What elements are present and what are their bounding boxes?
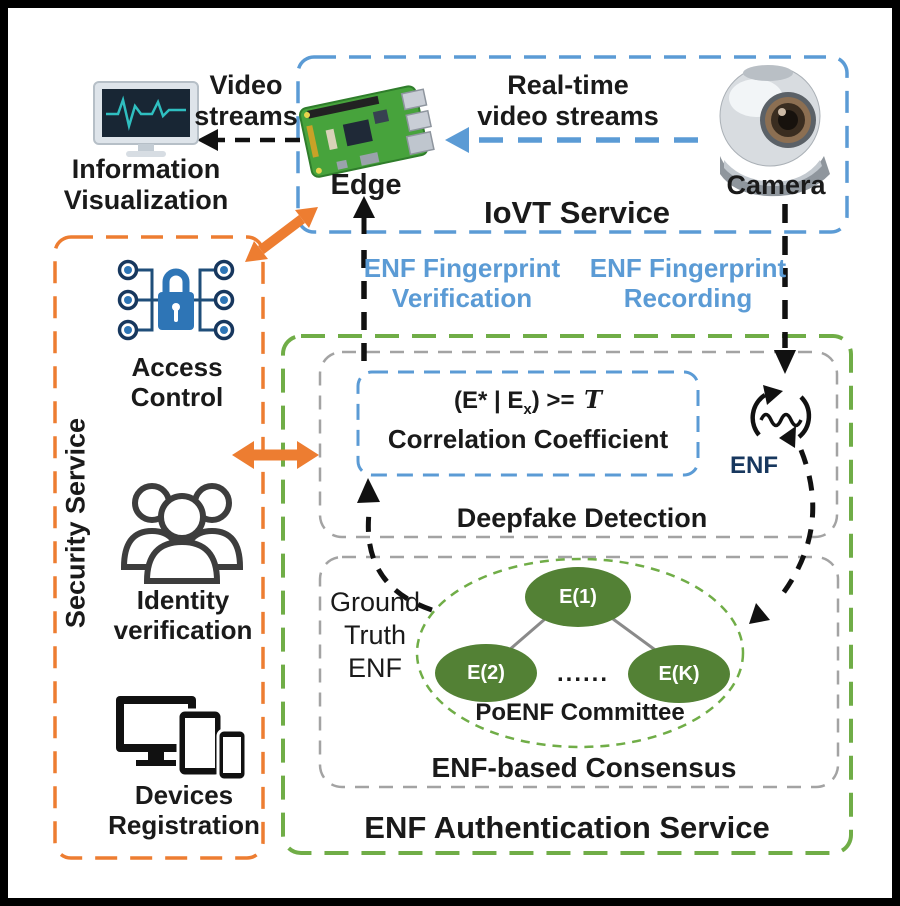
correlation-formula: (E* | Ex) >= T: [454, 386, 602, 418]
label-line: video streams: [477, 101, 659, 132]
label-line: Verification: [391, 283, 533, 314]
edge-to-visualization-arrow: [197, 129, 300, 151]
label-line: Devices: [134, 780, 234, 810]
identity-verification-label: Identity verification: [114, 585, 253, 645]
label-line: Access: [131, 352, 223, 382]
label-line: verification: [113, 615, 253, 646]
consensus-box: [318, 555, 840, 789]
ground-truth-to-correlation-arrow: [357, 478, 433, 613]
monitor-waveform-icon: [92, 80, 204, 162]
committee-node-e2: E(2): [435, 644, 537, 702]
poenf-committee-label: PoENF Committee: [475, 699, 685, 726]
label-line: streams: [194, 101, 298, 132]
enf-label: ENF: [730, 452, 778, 479]
security-enfauth-link-arrow: [232, 441, 319, 469]
formula-subscript: x: [523, 400, 532, 418]
verification-arrow-into-edge: [353, 196, 375, 370]
devices-icon: [114, 694, 250, 786]
enf-fingerprint-recording-label: ENF Fingerprint Recording: [590, 253, 786, 313]
iovt-service-box: [296, 55, 849, 234]
enf-fingerprint-verification-label: ENF Fingerprint Verification: [364, 253, 560, 313]
access-control-icon: [110, 256, 242, 354]
label-line: ENF: [348, 652, 402, 683]
formula-pre: (E* | E: [454, 387, 524, 414]
recording-arrow-camera-to-enf: [774, 204, 796, 374]
formula-post: ) >=: [531, 387, 582, 414]
enf-authentication-service-title: ENF Authentication Service: [364, 810, 770, 845]
security-iovt-link-arrow: [245, 207, 318, 262]
correlation-coefficient-label: Correlation Coefficient: [387, 424, 669, 454]
edge-label: Edge: [330, 169, 402, 201]
committee-link-e1-e2: [507, 617, 546, 653]
camera-to-edge-arrow: [445, 127, 698, 153]
committee-node-ek: E(K): [628, 645, 730, 703]
people-group-icon: [116, 470, 248, 585]
committee-link-e1-ek: [612, 617, 659, 654]
label-line: Control: [130, 382, 224, 413]
access-control-label: Access Control: [131, 352, 223, 412]
realtime-video-streams-label: Real-time video streams: [477, 70, 659, 133]
security-service-box: [53, 235, 265, 860]
enf-based-consensus-title: ENF-based Consensus: [431, 752, 737, 783]
label-line: Recording: [623, 283, 753, 314]
label-line: Registration: [108, 810, 260, 841]
committee-ellipsis: ......: [556, 660, 610, 687]
camera-icon: [712, 56, 837, 206]
label-line: Information: [71, 154, 221, 184]
label-line: Truth: [343, 619, 406, 650]
camera-label: Camera: [726, 170, 826, 200]
label-line: Identity: [136, 585, 230, 615]
label-line: ENF Fingerprint: [363, 253, 561, 283]
edge-raspberry-pi-icon: [287, 65, 445, 192]
deepfake-detection-title: Deepfake Detection: [456, 503, 708, 533]
enf-to-committee-arrow: [749, 449, 816, 624]
security-service-title: Security Service: [60, 417, 91, 629]
video-streams-label: Video streams: [194, 70, 298, 133]
label-line: Video: [209, 70, 283, 100]
label-line: Visualization: [63, 185, 229, 216]
devices-registration-label: Devices Registration: [108, 780, 260, 840]
information-visualization-label: Information Visualization: [64, 154, 229, 217]
deepfake-detection-box: [318, 350, 839, 539]
poenf-committee-ellipse: [415, 557, 745, 749]
ground-truth-enf-label: Ground Truth ENF: [330, 586, 420, 685]
enf-auth-service-box: [281, 334, 853, 855]
enf-cycle-icon: [739, 375, 823, 459]
label-line: Real-time: [507, 70, 629, 100]
label-line: Ground: [329, 587, 421, 617]
iovt-service-title: IoVT Service: [483, 195, 671, 230]
label-line: ENF Fingerprint: [589, 253, 787, 283]
threshold-symbol: T: [584, 385, 602, 414]
committee-node-e1: E(1): [525, 567, 631, 627]
correlation-coefficient-box: [356, 370, 700, 477]
